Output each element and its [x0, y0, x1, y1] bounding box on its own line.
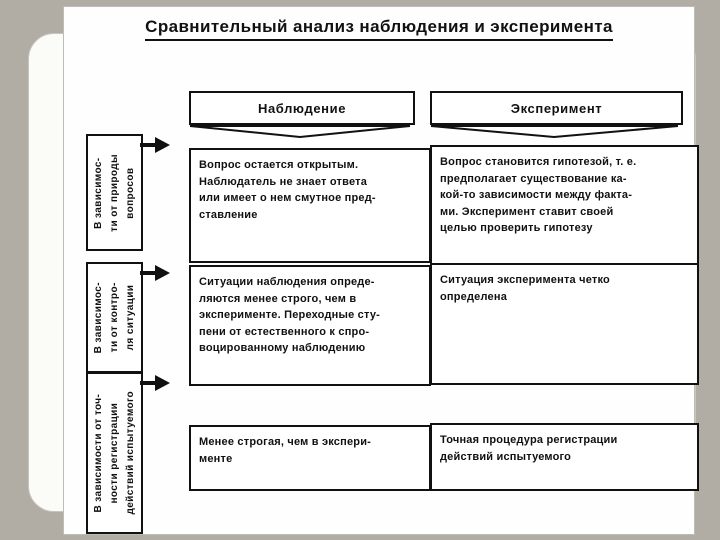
page-title-text: Сравнительный анализ наблюдения и экспер… — [145, 17, 613, 41]
arrow-head — [155, 375, 170, 391]
cell-observation-row2: Ситуации наблюдения опреде- ляются менее… — [189, 265, 431, 386]
cell-experiment-row2: Ситуация эксперимента четко определена — [430, 263, 699, 385]
right-arrow-icon — [140, 375, 172, 391]
arrow-shaft — [140, 143, 157, 147]
right-arrow-icon — [140, 265, 172, 281]
criterion-box-registration-accuracy: В зависимости от точ- ности регистрации … — [86, 372, 143, 534]
cell-observation-row3: Менее строгая, чем в экспери- менте — [189, 425, 431, 491]
observation-header-arrow-decoration — [189, 125, 411, 139]
cell-experiment-row1: Вопрос становится гипотезой, т. е. предп… — [430, 145, 699, 266]
comparison-diagram: Сравнительный анализ наблюдения и экспер… — [63, 6, 699, 535]
column-header-observation: Наблюдение — [189, 91, 415, 125]
cell-observation-row1: Вопрос остается открытым. Наблюдатель не… — [189, 148, 431, 263]
cell-experiment-row3: Точная процедура регистрации действий ис… — [430, 423, 699, 491]
right-arrow-icon — [140, 137, 172, 153]
criterion-label-registration-accuracy: В зависимости от точ- ности регистрации … — [92, 391, 136, 515]
criterion-label-question-nature: В зависимос- ти от природы вопросов — [92, 153, 136, 232]
arrow-shaft — [140, 271, 157, 275]
experiment-header-arrow-decoration — [430, 125, 679, 139]
arrow-shaft — [140, 381, 157, 385]
criterion-box-question-nature: В зависимос- ти от природы вопросов — [86, 134, 143, 251]
arrow-head — [155, 265, 170, 281]
criterion-box-situation-control: В зависимос- ти от контро- ля ситуации — [86, 262, 143, 373]
page-title: Сравнительный анализ наблюдения и экспер… — [64, 17, 694, 41]
arrow-head — [155, 137, 170, 153]
column-header-experiment: Эксперимент — [430, 91, 683, 125]
criterion-label-situation-control: В зависимос- ти от контро- ля ситуации — [92, 281, 136, 354]
